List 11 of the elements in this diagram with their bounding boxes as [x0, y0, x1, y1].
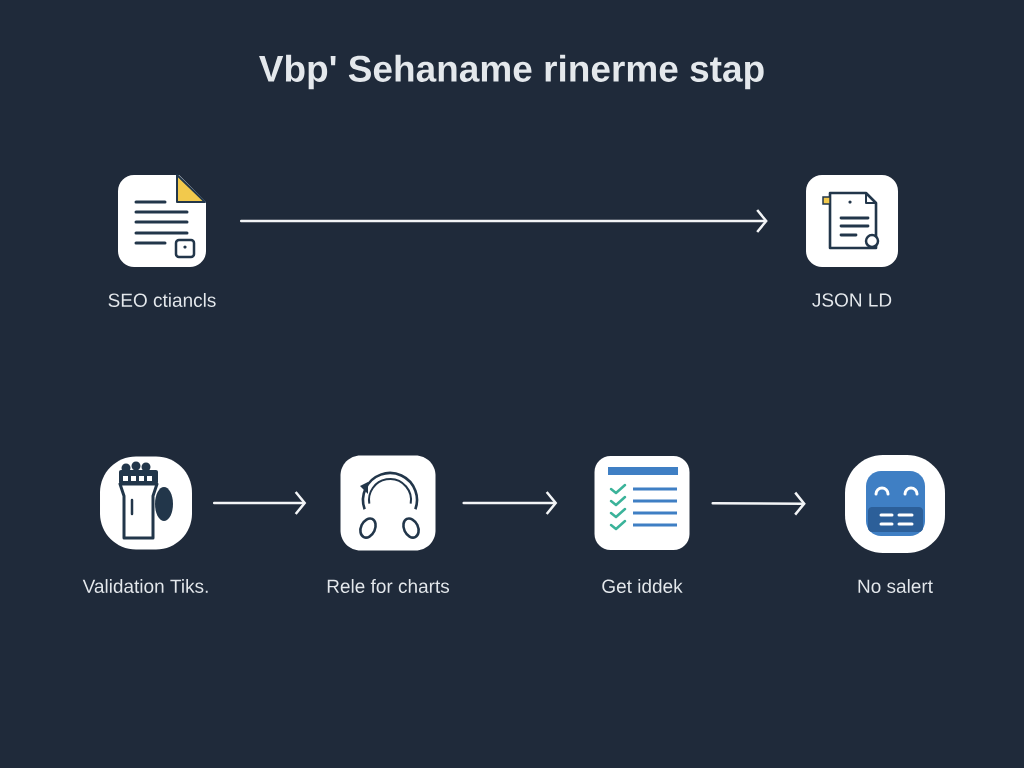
node-label: Rele for charts	[327, 579, 450, 593]
arrow	[239, 209, 768, 233]
arrow	[711, 491, 806, 516]
node-label: JSON LD	[812, 293, 892, 307]
node-label: Validation Tiks.	[82, 579, 208, 593]
arrow	[212, 491, 307, 515]
arrow	[462, 491, 558, 515]
node-label: Get iddek	[602, 579, 683, 593]
title: Vbp' Sehaname rinerme stap	[259, 54, 764, 90]
node-label: SEO ctiancls	[108, 293, 216, 307]
node-label: No salert	[858, 579, 933, 593]
